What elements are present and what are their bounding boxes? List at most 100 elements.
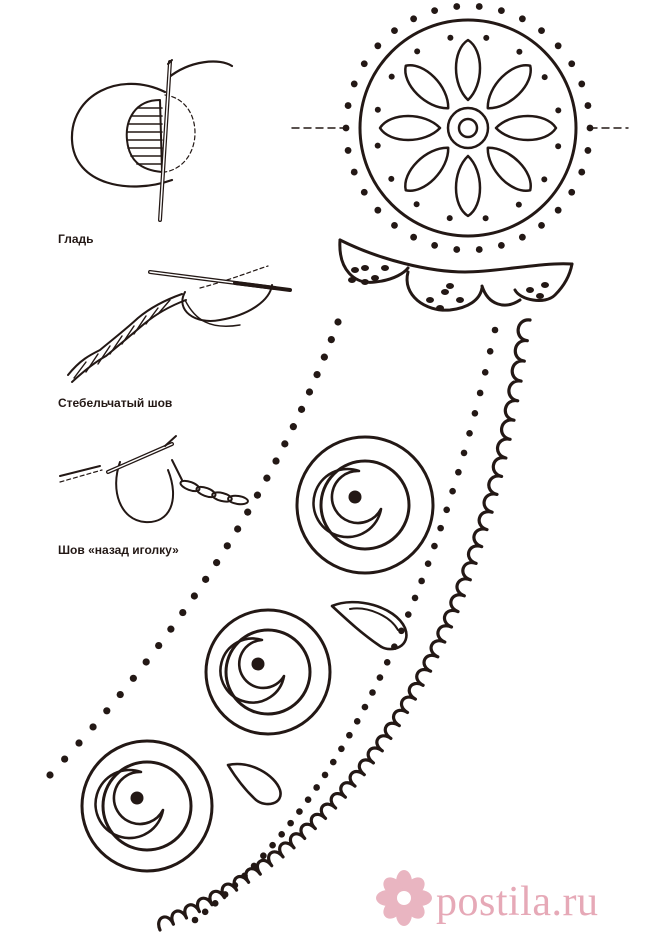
dot: [167, 625, 175, 633]
dot: [61, 755, 69, 763]
dot: [449, 487, 456, 495]
flower-rosette-motif: [291, 3, 629, 253]
dot: [497, 241, 505, 249]
petal: [486, 146, 532, 192]
dot: [456, 297, 464, 303]
dot: [584, 147, 592, 154]
dot: [476, 389, 484, 397]
dot: [346, 731, 353, 739]
dot: [313, 371, 321, 379]
scalloped-border-motif: [338, 238, 574, 312]
dot: [431, 542, 438, 550]
dot: [211, 900, 219, 907]
dot: [568, 60, 576, 68]
dot: [376, 674, 384, 681]
dot: [410, 233, 418, 241]
petal: [486, 64, 532, 110]
dot: [475, 3, 483, 10]
dot: [411, 594, 419, 602]
dot: [446, 283, 454, 289]
dot: [213, 559, 221, 567]
dot: [374, 206, 382, 214]
dot: [278, 831, 285, 838]
ring-inner: [101, 760, 193, 852]
dot: [289, 423, 297, 431]
dot: [441, 289, 449, 295]
dot: [518, 233, 526, 241]
dot: [541, 282, 549, 288]
dot: [260, 852, 267, 860]
dot: [538, 27, 545, 35]
petal: [404, 64, 450, 110]
dot: [413, 201, 420, 208]
dot: [360, 60, 368, 68]
dot: [348, 277, 356, 283]
dot: [353, 718, 361, 725]
dot: [453, 3, 461, 10]
dot: [344, 147, 352, 154]
dot: [555, 107, 562, 114]
dot: [426, 297, 434, 303]
stem-stitch-label: Стебельчатый шов: [58, 396, 173, 410]
ring-outer: [295, 435, 435, 575]
dot: [404, 611, 412, 618]
dot: [369, 689, 376, 696]
dot: [234, 525, 242, 533]
dotted-border-lines: [46, 299, 521, 931]
ring-outer: [80, 739, 214, 873]
dot: [391, 221, 398, 229]
dot: [374, 142, 381, 149]
dot: [304, 796, 312, 803]
dot: [431, 241, 439, 249]
backstitch-illustration: [59, 435, 249, 524]
petal: [454, 154, 482, 218]
dot: [338, 745, 345, 753]
teardrop-motifs: [226, 600, 408, 806]
dot: [515, 201, 522, 208]
dot: [555, 143, 562, 150]
dot: [89, 723, 97, 731]
dot: [538, 221, 545, 229]
dot: [541, 74, 548, 81]
dot: [481, 369, 489, 376]
dot: [391, 27, 398, 35]
watermark-flower-icon: [376, 870, 432, 926]
crescent-ring-motifs: [80, 435, 435, 873]
dot: [190, 592, 198, 600]
dot: [554, 206, 562, 214]
dot: [578, 168, 586, 176]
dot: [410, 15, 418, 23]
dot: [491, 326, 499, 334]
dot: [103, 707, 111, 715]
dot: [155, 641, 163, 650]
dot: [361, 703, 369, 711]
dot: [388, 175, 395, 182]
dot: [471, 410, 479, 417]
dot: [526, 287, 534, 293]
dot: [116, 690, 124, 699]
watermark-text: postila.ru: [436, 879, 599, 925]
dot: [305, 388, 314, 396]
satin-stitch-label: Гладь: [58, 232, 94, 246]
dot: [383, 659, 391, 666]
dot: [398, 627, 405, 635]
dot: [497, 7, 505, 15]
ring-inner: [224, 628, 312, 716]
dot: [351, 267, 359, 273]
dot: [281, 440, 289, 448]
dot: [374, 106, 381, 113]
dot: [516, 48, 523, 55]
backstitch-label: Шов «назад иголку»: [58, 543, 179, 557]
crescent: [94, 768, 165, 840]
ring-outer: [204, 608, 332, 736]
dot: [388, 73, 395, 80]
ring-inner: [319, 459, 411, 551]
petal: [454, 38, 482, 102]
dot: [231, 882, 239, 889]
dot: [374, 42, 382, 50]
dot: [348, 490, 362, 504]
dot: [201, 908, 209, 916]
dot: [253, 491, 262, 499]
dot: [272, 457, 280, 465]
